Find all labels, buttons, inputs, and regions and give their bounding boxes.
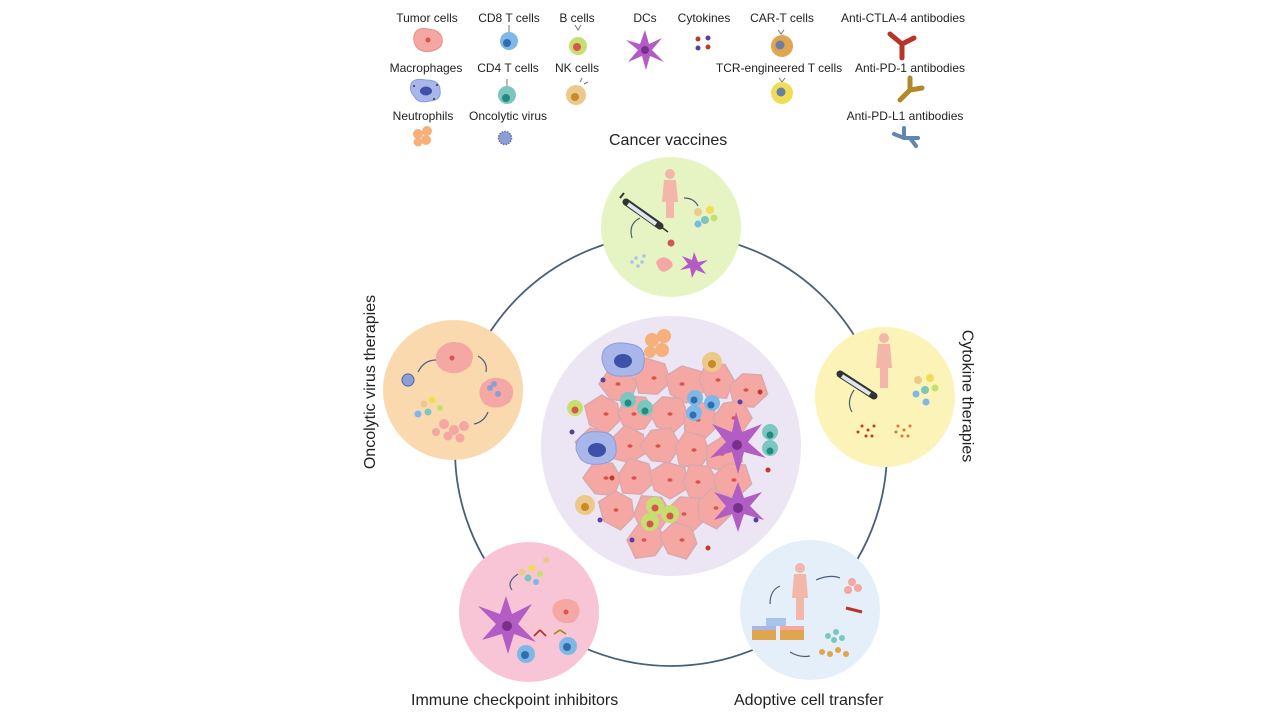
tumor-cell-nucleus [667, 478, 673, 482]
center-cytokines [569, 377, 771, 551]
center-macrophage-2 [575, 431, 617, 465]
tumor-cell-icon [413, 28, 443, 52]
syringe-icon-2 [836, 370, 878, 400]
tumor-cell-nucleus [631, 476, 637, 480]
tumor-cell-nucleus [679, 382, 685, 386]
tumor-cell-nucleus [715, 378, 721, 382]
adoptive-cell-transfer-panel [740, 540, 880, 680]
label-cytokine-therapies: Cytokine therapies [957, 329, 975, 463]
syringe-icon [619, 192, 669, 233]
human-body-icon-3 [792, 563, 808, 620]
tumor-cell-nucleus [641, 538, 647, 542]
cytokine-therapies-panel [815, 327, 955, 467]
human-body-icon [662, 169, 678, 218]
tumor-cell-nucleus [613, 508, 619, 512]
center-neutrophil [644, 329, 671, 358]
tumor-cell-nucleus [651, 376, 657, 380]
pdl1-antibody-icon [892, 126, 920, 148]
center-dc-1 [710, 412, 766, 474]
tumor-microenvironment [541, 316, 801, 576]
legend-label-dcs: DCs [633, 11, 657, 25]
dc-icon [626, 30, 664, 70]
immune-checkpoint-panel [459, 542, 599, 682]
legend-label-cd8-t-cells: CD8 T cells [478, 11, 540, 25]
tumor-cell-nucleus [691, 448, 697, 452]
b-cell-icon [569, 24, 587, 55]
tumor-cell-nucleus [695, 480, 701, 484]
cd8-t-cell-icon [500, 25, 518, 50]
tumor-cell-nucleus [713, 506, 719, 510]
legend-label-car-t-cells: CAR-T cells [750, 11, 814, 25]
center-dc-2 [714, 482, 764, 532]
legend-label-macrophages: Macrophages [389, 61, 463, 75]
legend-label-anti-pdl1: Anti-PD-L1 antibodies [846, 109, 964, 123]
tumor-cell-nucleus [731, 478, 737, 482]
nk-cell-icon [566, 77, 589, 105]
center-macrophage-1 [601, 342, 645, 377]
tumor-cell-nucleus [627, 444, 633, 448]
label-cancer-vaccines: Cancer vaccines [609, 132, 728, 149]
human-body-icon-2 [876, 333, 892, 388]
tumor-cell [617, 457, 656, 495]
tumor-cell [728, 373, 769, 408]
ctla4-antibody-icon [887, 31, 917, 61]
tumor-cell-nucleus [743, 388, 749, 392]
legend-label-nk-cells: NK cells [554, 61, 600, 75]
neutrophil-icon [413, 126, 432, 147]
car-t-cell-icon [771, 29, 793, 57]
legend-label-tcr-t-cells: TCR-engineered T cells [715, 61, 843, 75]
macrophage-icon [409, 78, 441, 103]
legend-label-b-cells: B cells [559, 11, 595, 25]
tumor-cell [658, 521, 698, 560]
tumor-cell-nucleus [631, 412, 637, 416]
tumor-cell-nucleus [679, 538, 685, 542]
legend-label-neutrophils: Neutrophils [392, 109, 454, 123]
tcr-t-cell-icon [771, 77, 793, 104]
tumor-cell-nucleus [655, 444, 661, 448]
label-adoptive-cell-transfer: Adoptive cell transfer [734, 692, 884, 709]
legend-label-cytokines: Cytokines [677, 11, 731, 25]
tumor-cell-nucleus [603, 412, 609, 416]
cd4-t-cell-icon [498, 79, 516, 104]
center-immune-cells [567, 352, 778, 531]
oncolytic-virus-panel [383, 320, 523, 460]
tumor-cell-nucleus [615, 382, 621, 386]
label-immune-checkpoint-inhibitors: Immune checkpoint inhibitors [411, 692, 619, 709]
pd1-antibody-icon [897, 75, 925, 103]
tumor-cell-nucleus [667, 412, 673, 416]
legend-label-oncolytic-virus: Oncolytic virus [468, 109, 548, 123]
legend-label-cd4-t-cells: CD4 T cells [477, 61, 539, 75]
cancer-vaccines-panel [601, 157, 741, 297]
legend-label-anti-ctla4: Anti-CTLA-4 antibodies [840, 11, 966, 25]
tumor-cell-nucleus [603, 476, 609, 480]
legend-label-tumor-cells: Tumor cells [396, 11, 458, 25]
oncolytic-virus-icon [497, 130, 513, 146]
label-oncolytic-virus-therapies: Oncolytic virus therapies [362, 294, 380, 470]
legend-label-anti-pd1: Anti-PD-1 antibodies [854, 61, 966, 75]
tumor-cell-nucleus [681, 512, 687, 516]
cytokine-icon [695, 35, 711, 51]
